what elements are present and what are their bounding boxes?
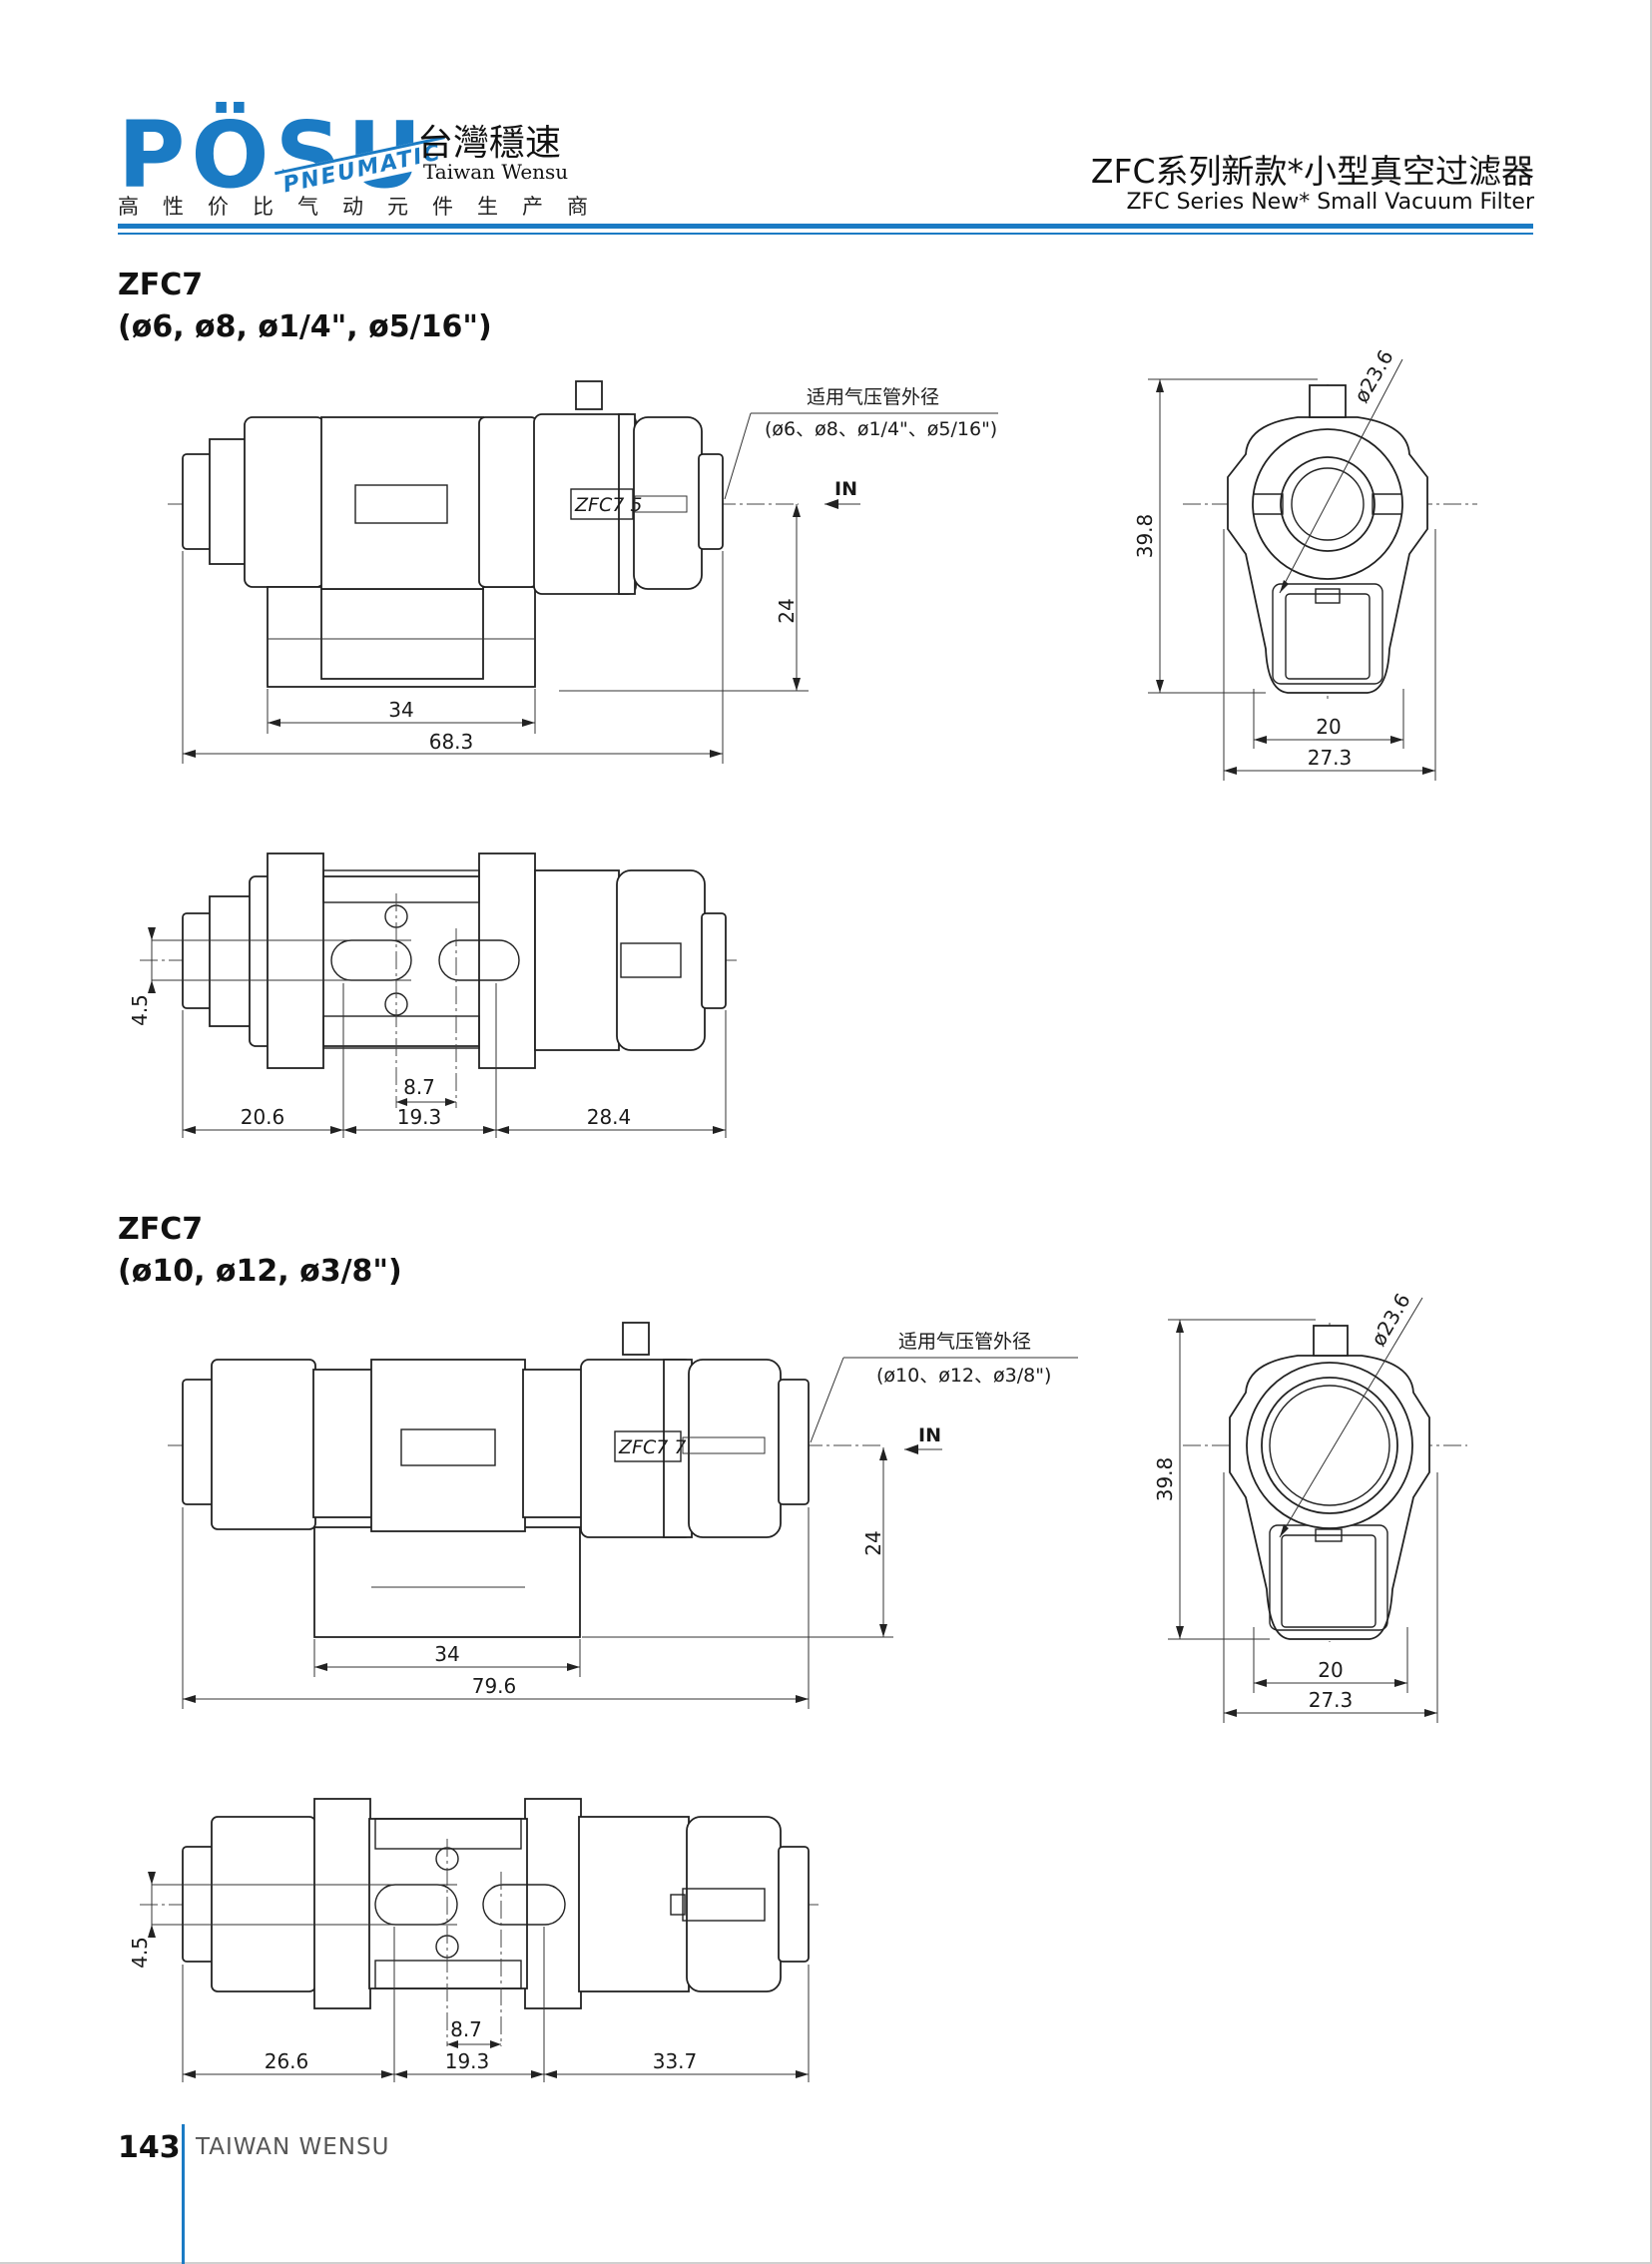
s1-in-label: IN [834, 478, 857, 500]
s1-dimensions: 24 34 68.3 [182, 504, 809, 764]
s2-dim-19-3: 19.3 [445, 2049, 490, 2073]
s1-dim-28-4: 28.4 [587, 1105, 632, 1129]
s1-side-view: ZFC7 5 [168, 380, 799, 688]
header-rule-thin [118, 233, 1533, 235]
section1-model: ZFC7 [118, 268, 204, 302]
s1-dim-27-3: 27.3 [1308, 746, 1353, 770]
s2-dim-79-6: 79.6 [472, 1674, 517, 1698]
s1-end-view: ø23.6 39.8 20 27.3 [1133, 345, 1477, 781]
s1-body-mark: ZFC7 5 [574, 494, 642, 516]
s2-end-view: ø23.6 39.8 20 27.3 [1153, 1289, 1467, 1723]
section2-model: ZFC7 [118, 1212, 204, 1247]
s2-tube-label: 适用气压管外径 [898, 1331, 1031, 1353]
s2-dim-dia: ø23.6 [1367, 1289, 1415, 1350]
s1-dim-20: 20 [1316, 715, 1341, 739]
s2-body-mark-box [614, 1430, 682, 1462]
s2-dimensions: 24 34 79.6 [182, 1447, 893, 1709]
s1-tube-sizes: (ø6、ø8、ø1/4"、ø5/16") [765, 418, 997, 440]
brand-name-en: Taiwan Wensu [423, 160, 569, 184]
header-rule [118, 224, 1533, 229]
s1-dim-19-3: 19.3 [397, 1105, 442, 1129]
brand-name-cn: 台灣穩速 [417, 123, 562, 164]
s1-dim-dia: ø23.6 [1350, 345, 1398, 406]
footer-divider [182, 2124, 185, 2264]
s1-dim-39-8: 39.8 [1133, 514, 1157, 559]
s1-dim-68-3: 68.3 [429, 730, 474, 754]
s2-dim-4-5: 4.5 [128, 1937, 152, 1969]
s2-annotations: 适用气压管外径 (ø10、ø12、ø3/8") IN [810, 1331, 1078, 1454]
s2-dim-26-6: 26.6 [265, 2049, 309, 2073]
footer-company: TAIWAN WENSU [196, 2134, 390, 2160]
s2-dim-34: 34 [434, 1642, 459, 1666]
s2-dim-39-8: 39.8 [1153, 1457, 1177, 1502]
s2-dim-27-3: 27.3 [1309, 1688, 1354, 1712]
s1-dim-8-7: 8.7 [403, 1075, 435, 1099]
page-number: 143 [118, 2130, 181, 2165]
s2-top-dimensions: 4.5 8.7 26.6 19.3 33.7 [128, 1872, 810, 2082]
s1-top-dimensions: 4.5 8.7 20.6 19.3 28.4 [128, 927, 727, 1138]
page-title-cn: ZFC系列新款*小型真空过滤器 [1090, 152, 1534, 191]
s1-tube-label: 适用气压管外径 [807, 386, 939, 408]
brand-logo: PÖSU PNEUMATIC 台灣穩速 Taiwan Wensu [118, 110, 597, 220]
s1-body-mark-box [570, 488, 634, 520]
s1-top-view [140, 852, 739, 1108]
s2-in-label: IN [918, 1424, 941, 1446]
s1-dim-4-5: 4.5 [128, 994, 152, 1026]
s2-dim-33-7: 33.7 [653, 2049, 698, 2073]
s2-tube-sizes: (ø10、ø12、ø3/8") [876, 1365, 1051, 1387]
s1-annotations: 适用气压管外径 (ø6、ø8、ø1/4"、ø5/16") IN [724, 386, 998, 509]
s2-top-view [140, 1798, 819, 2046]
brand-slogan: 高性价比气动元件生产商 [118, 195, 612, 219]
s1-dim-24: 24 [775, 598, 799, 623]
s2-body-mark: ZFC7 7 [618, 1436, 686, 1458]
section2-sizes: (ø10, ø12, ø3/8") [118, 1254, 402, 1289]
s2-dim-20: 20 [1318, 1658, 1343, 1682]
page-title-en: ZFC Series New* Small Vacuum Filter [1126, 190, 1534, 215]
s2-dim-24: 24 [861, 1530, 885, 1555]
s2-side-view: ZFC7 7 [168, 1322, 883, 1638]
s1-dim-34: 34 [388, 698, 413, 722]
s1-dim-20-6: 20.6 [241, 1105, 285, 1129]
section1-sizes: (ø6, ø8, ø1/4", ø5/16") [118, 309, 492, 344]
s2-dim-8-7: 8.7 [450, 2017, 482, 2041]
